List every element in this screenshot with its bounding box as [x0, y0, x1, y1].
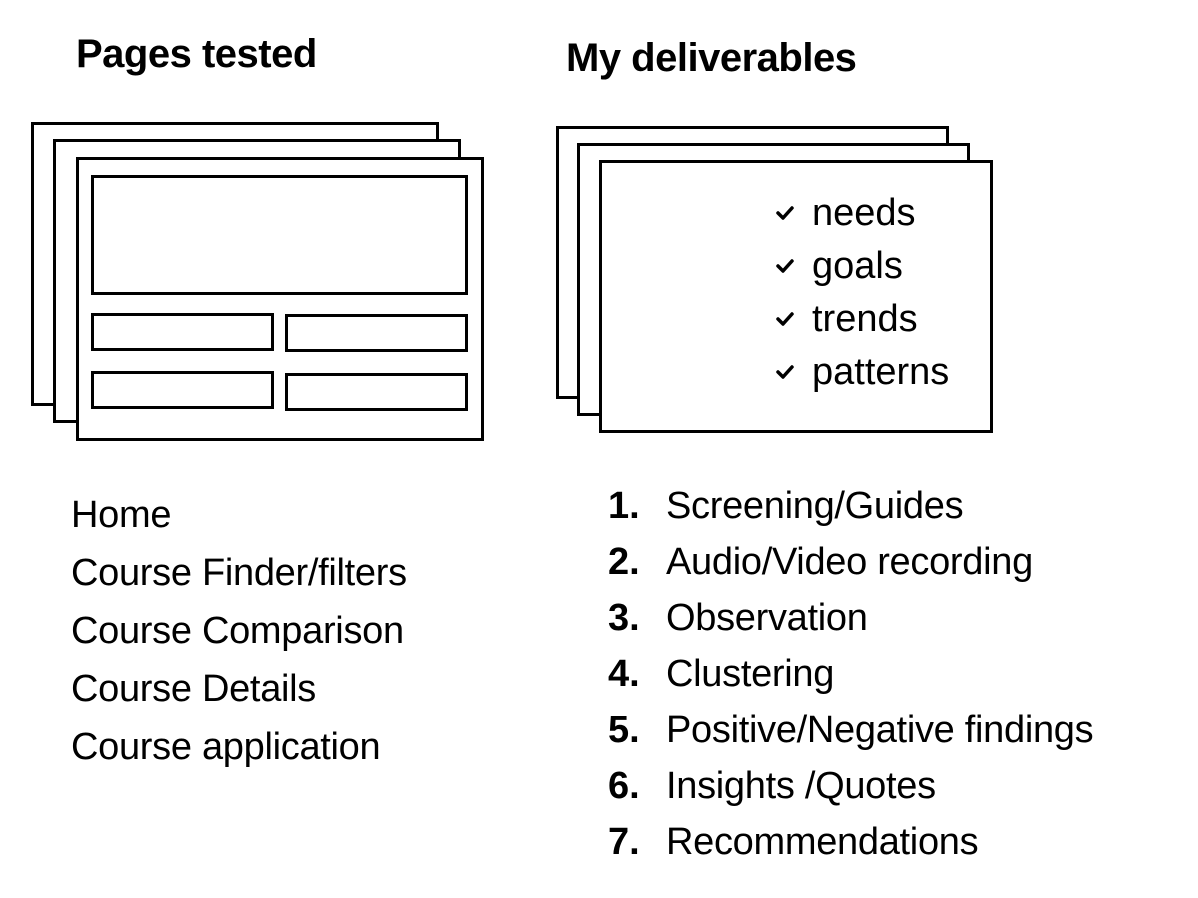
deliverable-item: 5. Positive/Negative findings	[608, 702, 1094, 758]
deliverable-number: 6.	[608, 765, 640, 807]
page-sheet-front	[76, 157, 484, 441]
check-icon	[770, 203, 800, 223]
check-icon	[770, 309, 800, 329]
checklist-item: patterns	[770, 345, 949, 398]
deliverable-number: 3.	[608, 597, 640, 639]
deliverable-label: Audio/Video recording	[666, 541, 1033, 583]
deliverable-item: 2. Audio/Video recording	[608, 534, 1093, 590]
page-list-item: Course application	[71, 726, 381, 768]
check-icon	[770, 362, 800, 382]
deliverables-list: 1. Screening/Guides 2. Audio/Video recor…	[608, 478, 1094, 870]
pages-tested-heading: Pages tested	[76, 32, 317, 76]
page-list-item: Home	[71, 494, 172, 536]
checklist-item: trends	[770, 292, 949, 345]
wireframe-hero-block	[91, 175, 468, 295]
deliverable-item: 3. Observation	[608, 590, 1093, 646]
deliverable-item: 4. Clustering	[608, 646, 1093, 702]
checklist-item: goals	[770, 239, 949, 292]
page-list-item: Course Details	[71, 668, 317, 710]
deliverable-label: Screening/Guides	[666, 485, 964, 527]
wireframe-card-top-left	[91, 313, 274, 351]
deliverable-label: Observation	[666, 597, 868, 639]
checklist-label: patterns	[812, 350, 950, 393]
wireframe-card-top-right	[285, 314, 468, 352]
deliverable-number: 5.	[608, 709, 640, 751]
deliverable-label: Clustering	[666, 653, 835, 695]
checklist-label: needs	[812, 191, 916, 234]
wireframe-card-bottom-right	[285, 373, 468, 411]
page-list-item: Course Comparison	[71, 610, 404, 652]
deliverable-label: Recommendations	[666, 821, 979, 863]
checklist-item: needs	[770, 186, 949, 239]
pages-tested-list: Home Course Finder/filters Course Compar…	[71, 486, 407, 776]
findings-checklist: needs goals trends patterns	[770, 186, 949, 398]
check-icon	[770, 256, 800, 276]
deliverable-number: 2.	[608, 541, 640, 583]
page-list-item: Course Finder/filters	[71, 552, 407, 594]
my-deliverables-heading: My deliverables	[566, 36, 857, 80]
checklist-label: trends	[812, 297, 918, 340]
deliverable-label: Positive/Negative findings	[666, 709, 1094, 751]
wireframe-card-bottom-left	[91, 371, 274, 409]
deliverable-item: 6. Insights /Quotes	[608, 758, 1093, 814]
deliverable-label: Insights /Quotes	[666, 765, 936, 807]
deliverable-number: 4.	[608, 653, 640, 695]
deliverable-item: 7. Recommendations	[608, 814, 1093, 870]
deliverable-number: 7.	[608, 821, 640, 863]
doc-sheet-front	[599, 160, 993, 433]
checklist-label: goals	[812, 244, 903, 287]
deliverable-number: 1.	[608, 485, 640, 527]
deliverable-item: 1. Screening/Guides	[608, 478, 1093, 534]
